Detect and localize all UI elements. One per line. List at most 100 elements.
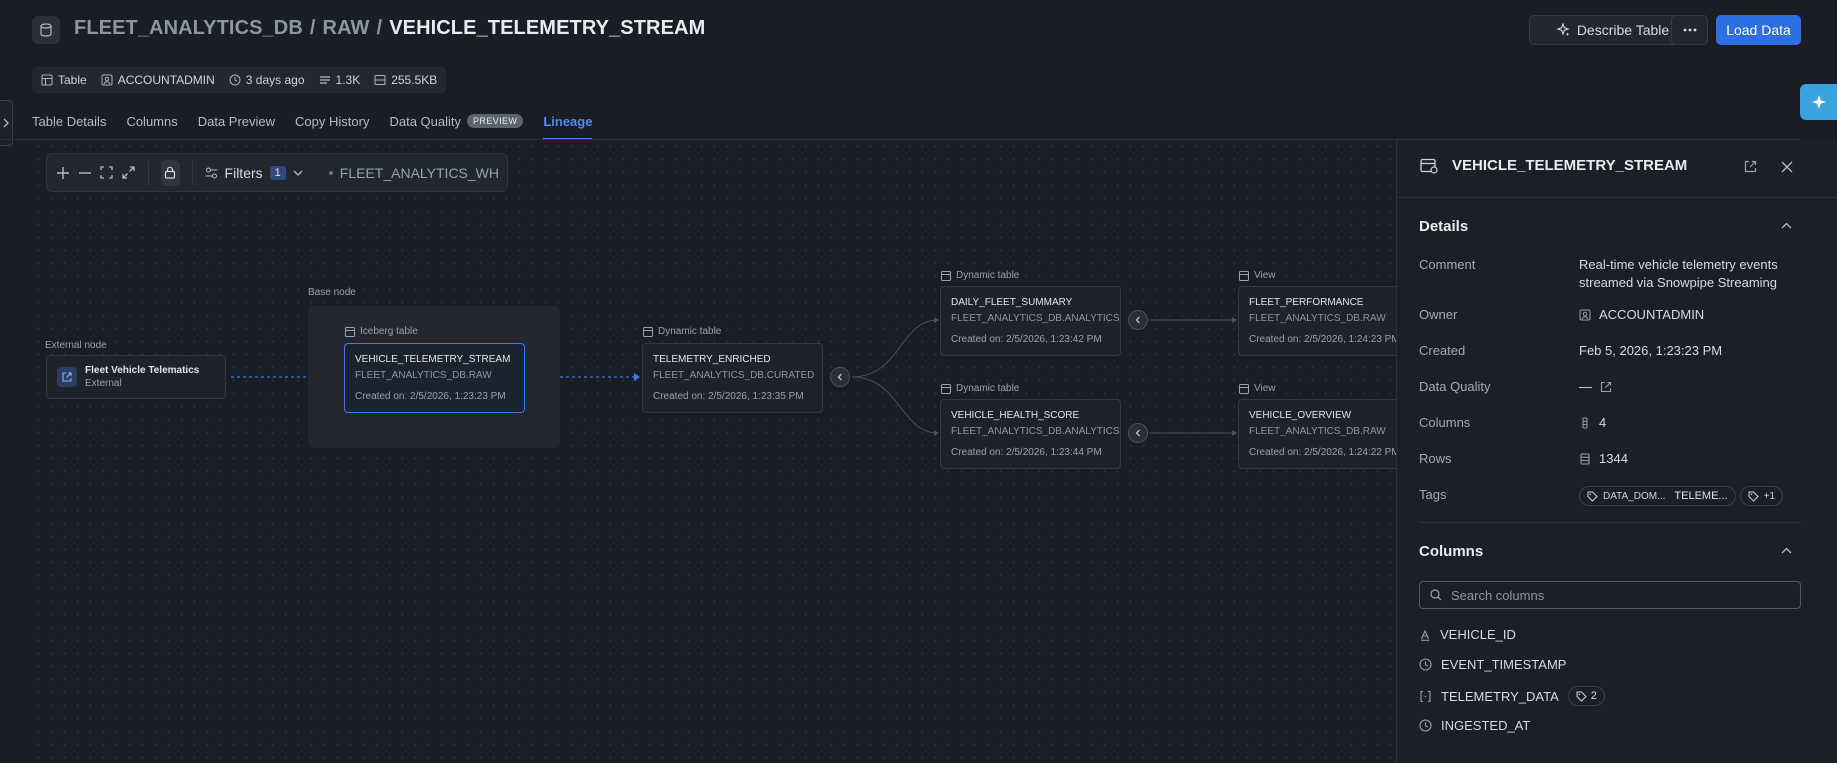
columns-count-value: 4 <box>1579 415 1606 430</box>
chevron-down-icon <box>293 170 303 176</box>
node-type-iceberg: Iceberg table <box>345 326 418 337</box>
clock-icon <box>229 74 241 86</box>
collapse-downstream-button[interactable] <box>1128 310 1148 330</box>
minus-icon <box>78 171 91 174</box>
lineage-node-fleet-performance[interactable]: FLEET_PERFORMANCE FLEET_ANALYTICS_DB.RAW… <box>1238 286 1419 356</box>
fit-view-button[interactable] <box>99 162 115 184</box>
search-columns-input[interactable]: Search columns <box>1419 581 1801 609</box>
search-placeholder: Search columns <box>1451 587 1545 603</box>
lineage-node-daily-summary[interactable]: DAILY_FLEET_SUMMARY FLEET_ANALYTICS_DB.A… <box>940 286 1121 356</box>
chevron-right-icon <box>3 118 9 128</box>
tab-bar: Table Details Columns Data Preview Copy … <box>32 112 593 140</box>
lineage-canvas[interactable] <box>32 140 1397 763</box>
dynamic-table-icon <box>941 270 951 281</box>
external-link-icon <box>57 367 77 387</box>
owner-value: ACCOUNTADMIN <box>1579 307 1704 322</box>
column-item[interactable]: INGESTED_AT <box>1419 718 1530 733</box>
tag-key: DATA_DOM... <box>1603 490 1666 502</box>
data-quality-value: — <box>1579 379 1612 394</box>
created-value: Feb 5, 2026, 1:23:23 PM <box>1579 343 1723 358</box>
zoom-out-button[interactable] <box>77 162 93 184</box>
collapse-details-button[interactable] <box>1781 222 1792 229</box>
view-icon <box>1239 383 1249 394</box>
open-in-new-button[interactable] <box>1744 160 1757 173</box>
tags-list: DATA_DOM... TELEME... +1 <box>1579 486 1784 506</box>
dynamic-table-icon <box>643 326 653 337</box>
node-schema: FLEET_ANALYTICS_DB.ANALYTICS <box>951 313 1120 324</box>
more-options-button[interactable] <box>1671 15 1708 45</box>
lineage-node-health-score[interactable]: VEHICLE_HEALTH_SCORE FLEET_ANALYTICS_DB.… <box>940 399 1121 469</box>
meta-type: Table <box>41 73 87 87</box>
column-item[interactable]: EVENT_TIMESTAMP <box>1419 657 1566 672</box>
tab-copy-history[interactable]: Copy History <box>295 113 370 129</box>
meta-owner: ACCOUNTADMIN <box>101 73 215 87</box>
filters-label: Filters <box>224 164 263 181</box>
chevron-up-icon <box>1781 547 1792 554</box>
meta-rows: 1.3K <box>319 73 360 87</box>
edge-arrowhead <box>1232 317 1237 323</box>
describe-table-button[interactable]: Describe Table <box>1529 15 1696 45</box>
expand-sidebar-handle[interactable] <box>0 100 13 146</box>
edge-enriched-to-daily <box>851 319 939 378</box>
rows-icon <box>319 76 330 84</box>
expand-icon <box>122 166 135 179</box>
breadcrumb-database[interactable]: FLEET_ANALYTICS_DB <box>74 17 303 39</box>
edge-arrowhead <box>1232 430 1237 436</box>
warehouse-status-dot <box>328 170 333 175</box>
canvas-toolbar: Filters 1 FLEET_ANALYTICS_WH <box>46 153 508 192</box>
table-icon <box>41 74 53 86</box>
more-tags-chip[interactable]: +1 <box>1739 486 1784 506</box>
details-section-title: Details <box>1419 218 1469 235</box>
zoom-in-button[interactable] <box>55 162 71 184</box>
page-title: VEHICLE_TELEMETRY_STREAM <box>389 17 706 39</box>
node-name: VEHICLE_OVERVIEW <box>1249 410 1352 421</box>
node-schema: FLEET_ANALYTICS_DB.CURATED <box>653 370 815 381</box>
collapse-downstream-button[interactable] <box>830 367 850 387</box>
tab-table-details[interactable]: Table Details <box>32 113 107 129</box>
storage-icon <box>374 75 386 85</box>
user-icon <box>101 74 113 86</box>
column-item[interactable]: TELEMETRY_DATA 2 <box>1419 686 1605 706</box>
lock-canvas-button[interactable] <box>161 159 180 186</box>
lineage-node-vehicle-overview[interactable]: VEHICLE_OVERVIEW FLEET_ANALYTICS_DB.RAW … <box>1238 399 1419 469</box>
sparkle-icon <box>1811 95 1826 109</box>
tab-divider <box>0 139 1800 140</box>
column-item[interactable]: VEHICLE_ID <box>1419 627 1516 642</box>
columns-icon <box>1582 417 1588 428</box>
column-tag-badge[interactable]: 2 <box>1567 686 1605 706</box>
warehouse-selector[interactable]: FLEET_ANALYTICS_WH <box>328 165 499 181</box>
external-link-icon[interactable] <box>1600 381 1612 393</box>
lineage-node-base[interactable]: VEHICLE_TELEMETRY_STREAM FLEET_ANALYTICS… <box>344 343 525 413</box>
base-node-label: Base node <box>308 287 356 298</box>
rows-value: 1344 <box>1579 451 1628 466</box>
breadcrumb-schema[interactable]: RAW <box>322 17 370 39</box>
meta-age: 3 days ago <box>229 73 305 87</box>
lineage-node-enriched[interactable]: TELEMETRY_ENRICHED FLEET_ANALYTICS_DB.CU… <box>642 343 823 413</box>
load-data-button[interactable]: Load Data <box>1716 15 1801 45</box>
meta-size: 255.5KB <box>374 73 437 87</box>
fullscreen-button[interactable] <box>121 162 137 184</box>
ai-assistant-button[interactable] <box>1800 84 1837 120</box>
tag-chip[interactable]: DATA_DOM... TELEME... <box>1579 486 1736 506</box>
breadcrumb: FLEET_ANALYTICS_DB / RAW / VEHICLE_TELEM… <box>74 17 706 39</box>
chevron-left-icon <box>1135 316 1140 324</box>
tab-data-preview[interactable]: Data Preview <box>197 113 276 129</box>
tab-columns[interactable]: Columns <box>126 113 178 129</box>
table-meta-bar: Table ACCOUNTADMIN 3 days ago 1.3K 255.5… <box>32 67 447 93</box>
node-created: Created on: 2/5/2026, 1:24:23 PM <box>1249 334 1400 345</box>
filters-count-badge: 1 <box>269 165 286 180</box>
collapse-downstream-button[interactable] <box>1128 423 1148 443</box>
external-node[interactable]: Fleet Vehicle Telematics External <box>46 355 226 399</box>
preview-badge: PREVIEW <box>467 114 524 128</box>
edge-arrowhead <box>634 373 640 381</box>
node-name: VEHICLE_HEALTH_SCORE <box>951 410 1080 421</box>
node-schema: FLEET_ANALYTICS_DB.RAW <box>1249 313 1386 324</box>
sparkle-icon <box>1556 23 1570 37</box>
rows-icon <box>1580 453 1590 464</box>
filters-dropdown[interactable]: Filters 1 <box>205 165 303 181</box>
external-node-title: Fleet Vehicle Telematics <box>85 365 200 376</box>
owner-label: Owner <box>1419 307 1458 322</box>
collapse-columns-button[interactable] <box>1781 547 1792 554</box>
close-panel-button[interactable] <box>1781 161 1793 173</box>
